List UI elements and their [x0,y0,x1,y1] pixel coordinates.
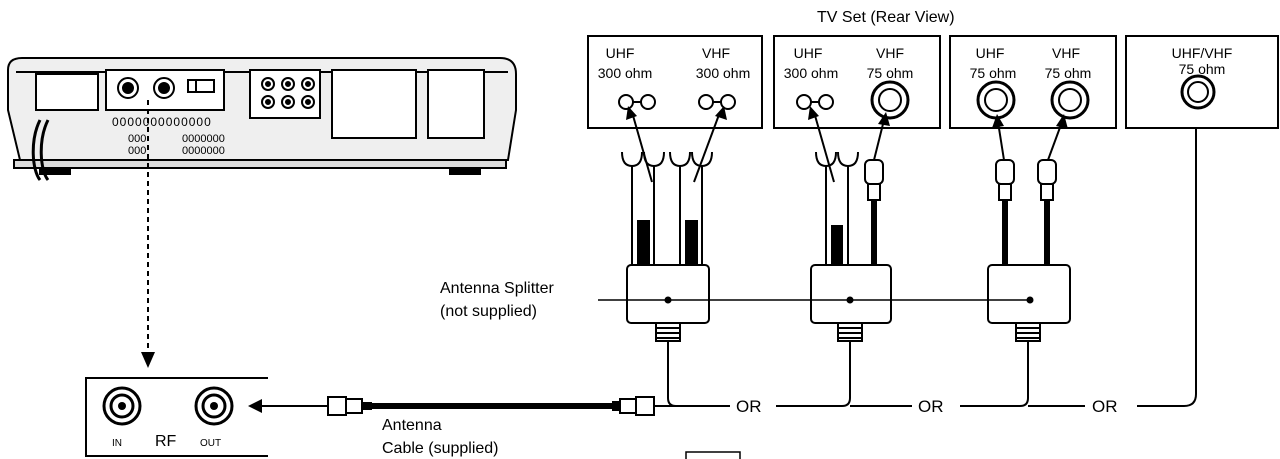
rf-out-label: OUT [200,438,221,449]
or-label-2: OR [918,397,944,416]
panel4-label: UHF/VHF [1172,45,1233,61]
vcr-vent-mid-a: 0000000 [182,133,225,145]
or-label-1: OR [736,397,762,416]
panel1-right-ohm: 300 ohm [696,65,750,81]
rf-panel [85,377,268,457]
splitter-2 [808,106,892,370]
tv-panel-75-75 [949,35,1117,129]
splitter-3 [987,114,1071,370]
panel2-left-ohm: 300 ohm [784,65,838,81]
vcr-vent-row-top: 0000000000000 [112,115,212,129]
panel4-ohm: 75 ohm [1179,61,1226,77]
tv-panel-uhf-vhf-75 [1125,35,1279,129]
splitter-label-line1: Antenna Splitter [440,280,555,297]
page-fragment-box [685,451,741,459]
panel3-left-ohm: 75 ohm [970,65,1017,81]
or-bus-line [667,100,1203,407]
panel2-left-label: UHF [794,45,823,61]
vcr-rear-view [7,57,517,181]
cable-label-line1: Antenna [382,417,442,434]
panel1-left-label: UHF [606,45,635,61]
or-label-3: OR [1092,397,1118,416]
tv-panel-300-300 [587,35,763,129]
antenna-cable [248,396,676,416]
cable-label-line2: Cable (supplied) [382,440,499,457]
rf-label: RF [155,433,177,450]
splitter-1 [621,106,727,370]
tv-panel-300-75 [773,35,941,129]
vcr-vent-left-b: 000 [128,145,146,157]
rf-in-label: IN [112,438,122,449]
panel1-right-label: VHF [702,45,730,61]
panel3-left-label: UHF [976,45,1005,61]
vcr-vent-mid-b: 0000000 [182,145,225,157]
panel2-right-ohm: 75 ohm [867,65,914,81]
tv-title: TV Set (Rear View) [817,9,955,26]
vcr-to-rf-dashed-arrow [141,100,155,368]
vcr-vent-left-a: 000 [128,133,146,145]
splitter-callout-line [598,296,1034,304]
panel3-right-label: VHF [1052,45,1080,61]
panel2-right-label: VHF [876,45,904,61]
panel3-right-ohm: 75 ohm [1045,65,1092,81]
panel1-left-ohm: 300 ohm [598,65,652,81]
splitter-label-line2: (not supplied) [440,303,537,320]
